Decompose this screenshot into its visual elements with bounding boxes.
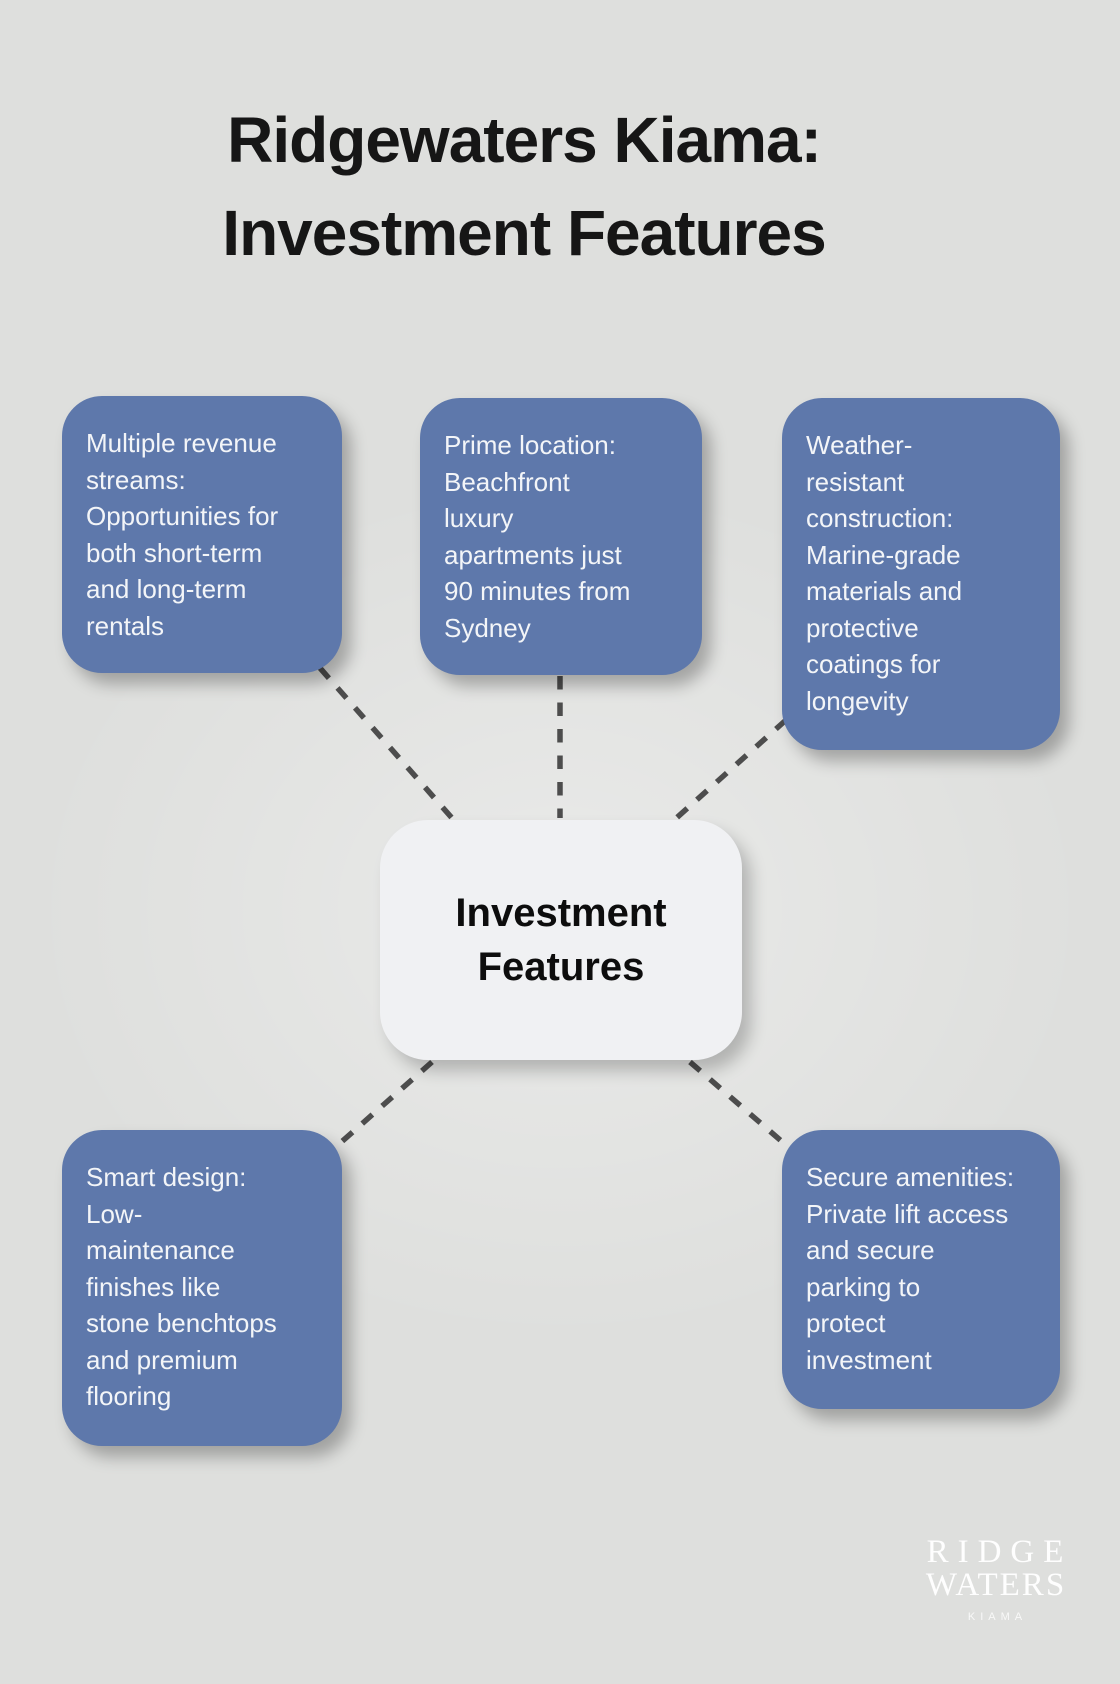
feature-node-secure-amenities: Secure amenities: Private lift access an… xyxy=(782,1130,1060,1409)
brand-logo-waters: WATERS xyxy=(925,1567,1067,1603)
feature-node-prime-location: Prime location: Beachfront luxury apartm… xyxy=(420,398,702,675)
connector-center-to-amenities xyxy=(688,1059,796,1155)
brand-logo-kiama: KIAMA xyxy=(967,1611,1028,1623)
brand-logo-ridge: RIDGE xyxy=(926,1534,1073,1570)
connector-center-to-design xyxy=(328,1059,434,1155)
feature-node-revenue-streams: Multiple revenue streams: Opportunities … xyxy=(62,396,342,673)
brand-logo: RIDGE WATERS KIAMA xyxy=(845,1534,1120,1624)
page-title: Ridgewaters Kiama: Investment Features xyxy=(222,104,826,269)
feature-node-weather-resistant: Weather- resistant construction: Marine-… xyxy=(782,398,1060,750)
connector-revenue-to-center xyxy=(317,666,455,820)
center-node-investment-features: Investment Features xyxy=(380,820,742,1060)
feature-node-smart-design: Smart design: Low- maintenance finishes … xyxy=(62,1130,342,1446)
connector-weather-to-center xyxy=(670,717,788,825)
